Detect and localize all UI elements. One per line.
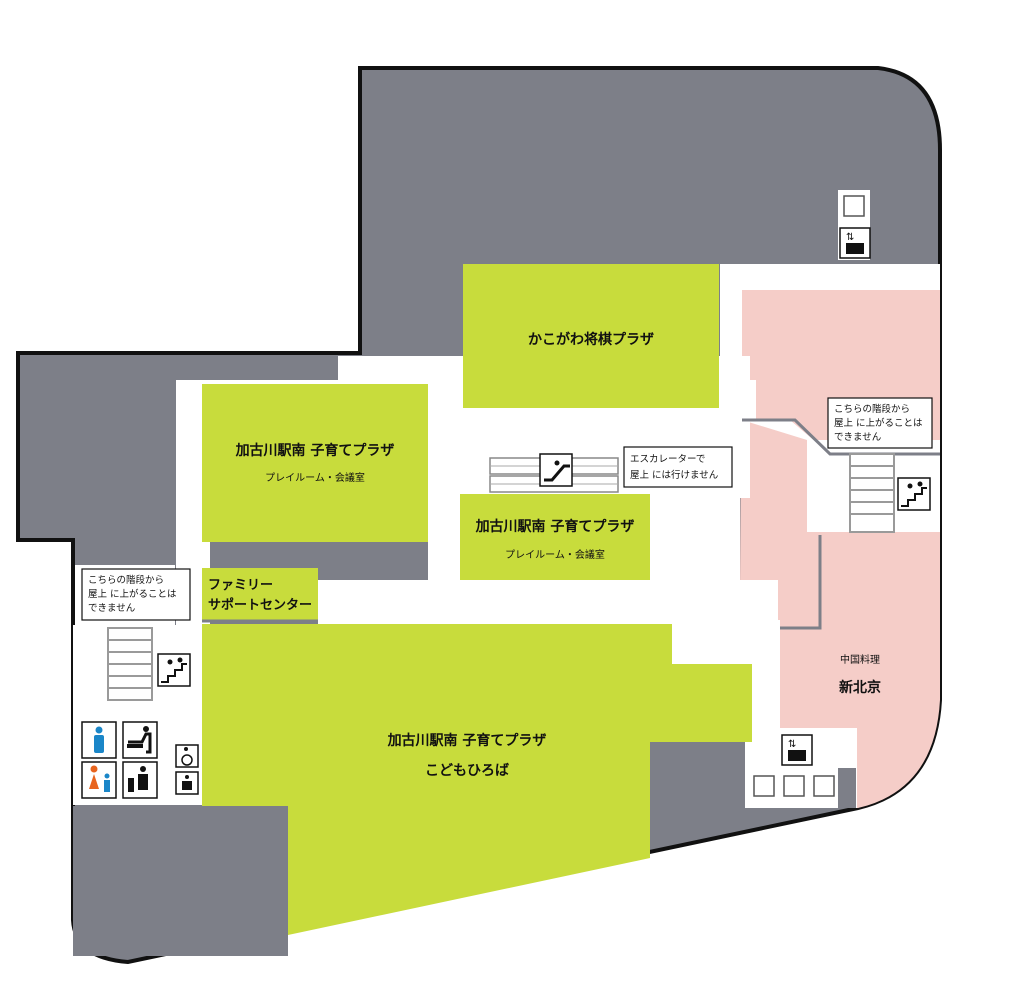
stairs-icon (157, 653, 191, 687)
notice-line: こちらの階段から (88, 574, 164, 586)
elevator-car (843, 195, 865, 217)
room-family-support[interactable] (202, 568, 318, 620)
mens-restroom-icon (81, 721, 117, 759)
room-name-shogi: かこがわ将棋プラザ (528, 331, 654, 348)
elevator-icon: ⇅ (781, 734, 813, 766)
wall-stub (838, 768, 856, 808)
notice-line: こちらの階段から (834, 403, 910, 415)
room-name-family-support-2: サポートセンター (208, 597, 312, 613)
notice-line: エスカレーターで (630, 454, 705, 465)
elevator-icon: ⇅ (839, 227, 871, 259)
room-kosodate-center[interactable] (460, 494, 650, 580)
stairs-left (107, 627, 153, 701)
stairs-right (849, 453, 895, 533)
notice-stairs-left: こちらの階段から 屋上 に上がることは できません (81, 568, 191, 621)
restaurant-name: 新北京 (839, 679, 881, 696)
notice-stairs-right: こちらの階段から 屋上 に上がることは できません (827, 397, 933, 449)
notice-line: できません (88, 603, 135, 614)
room-name-kodomo-hiroba: 加古川駅南 子育てプラザ (387, 732, 547, 749)
room-sub-kodomo-hiroba: こどもひろば (425, 763, 509, 779)
notice-line: 屋上 に上がることは (88, 588, 177, 600)
restaurant-boundary-inner (780, 535, 822, 630)
svg-text:⇅: ⇅ (846, 232, 854, 243)
room-shogi-plaza[interactable] (463, 264, 719, 408)
room-name-kosodate-center: 加古川駅南 子育てプラザ (475, 518, 635, 535)
elevator-car (783, 775, 805, 797)
room-sub-kosodate-center: プレイルーム・会議室 (505, 548, 605, 561)
room-name-family-support-1: ファミリー (208, 578, 273, 593)
svg-text:⇅: ⇅ (788, 739, 796, 750)
notice-line: 屋上 には行けません (630, 469, 718, 481)
elevator-car (813, 775, 835, 797)
corridor (73, 264, 940, 808)
accessible-restroom-icon (175, 744, 199, 768)
room-sub-kosodate-upper: プレイルーム・会議室 (265, 471, 365, 484)
escalator-icon (539, 453, 573, 487)
stairs-icon (897, 477, 931, 511)
baby-changing-icon (122, 721, 158, 759)
notice-line: できません (834, 432, 881, 443)
notice-line: 屋上 に上がることは (834, 417, 923, 429)
wall-block-bottom-left (73, 806, 288, 956)
ostomate-icon (175, 771, 199, 795)
room-kodomo-hiroba[interactable] (202, 624, 752, 935)
elevator-car (753, 775, 775, 797)
room-name-kosodate-upper: 加古川駅南 子育てプラザ (235, 442, 395, 459)
notice-escalator: エスカレーターで 屋上 には行けません (623, 446, 733, 488)
womens-restroom-icon (81, 761, 117, 799)
nursing-room-icon (122, 761, 158, 799)
restaurant-category: 中国料理 (840, 653, 880, 666)
room-kosodate-upper[interactable] (202, 384, 428, 542)
